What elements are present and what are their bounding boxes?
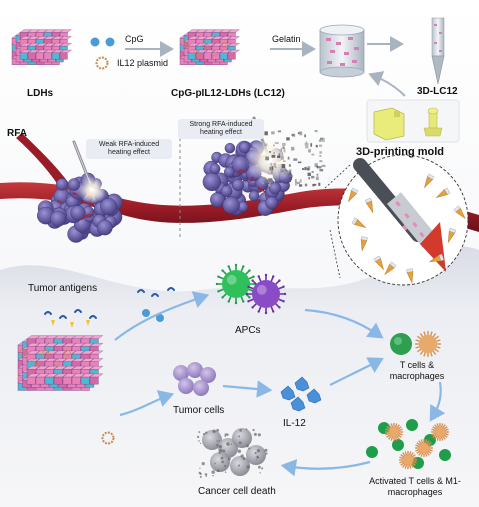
needle-implant-icon — [431, 17, 445, 85]
lc12-stack-icon — [179, 29, 240, 66]
label-lc12: CpG-pIL12-LDHs (LC12) — [171, 88, 285, 99]
il12-protein-icons — [280, 376, 322, 412]
heat-glow-right — [246, 136, 294, 184]
plasmid-icon — [101, 431, 115, 445]
tumor-cells-icon — [173, 362, 216, 396]
callout-weak-rfa: Weak RFA-induced heating effect — [86, 139, 172, 159]
cpg-dot-icon — [90, 37, 100, 47]
heat-glow-left — [78, 176, 106, 204]
callout-strong-rfa: Strong RFA-induced heating effect — [178, 119, 264, 139]
label-tumor-antigens: Tumor antigens — [28, 283, 98, 294]
t-cell-macrophage-icons — [390, 331, 441, 357]
tumor-debris — [262, 130, 326, 187]
plasmid-icon — [95, 56, 109, 70]
cpg-dot-icon — [142, 309, 150, 317]
dead-cancer-cells-icon — [197, 428, 268, 478]
activated-cells-icons — [366, 419, 451, 469]
released-microneedles — [348, 173, 466, 284]
label-rfa: RFA — [7, 128, 27, 139]
cpg-dot-icon — [156, 314, 164, 322]
label-3d-printing-mold: 3D-printing mold — [356, 146, 444, 158]
tumor-antigen-icons — [44, 287, 175, 319]
cpg-dot-icon — [105, 37, 115, 47]
label-activated-cells: Activated T cells & M1-macrophages — [369, 476, 461, 497]
magnified-implant-view — [324, 154, 469, 286]
label-il12-plasmid: IL12 plasmid — [117, 58, 169, 68]
label-gelatin: Gelatin — [272, 34, 301, 44]
antigen-arrows-icon — [51, 320, 90, 328]
lower-panel-bg — [0, 245, 479, 507]
label-3d-lc12: 3D-LC12 — [417, 86, 458, 97]
label-cancer-cell-death: Cancer cell death — [198, 486, 276, 497]
gelatin-cylinder-icon — [319, 24, 365, 78]
label-cpg: CpG — [125, 34, 144, 44]
label-il12: IL-12 — [283, 418, 306, 429]
label-ldhs: LDHs — [27, 88, 54, 99]
label-apcs: APCs — [235, 325, 261, 336]
printing-mold-icon — [366, 99, 460, 143]
label-tumor-cells: Tumor cells — [173, 405, 225, 416]
apc-cells — [215, 263, 287, 315]
lc12-stack-large-icon — [17, 335, 104, 391]
label-t-cells-macrophages: T cells & macrophages — [389, 360, 445, 381]
ldh-stack-icon — [11, 29, 72, 66]
vessel-branch — [16, 133, 70, 188]
